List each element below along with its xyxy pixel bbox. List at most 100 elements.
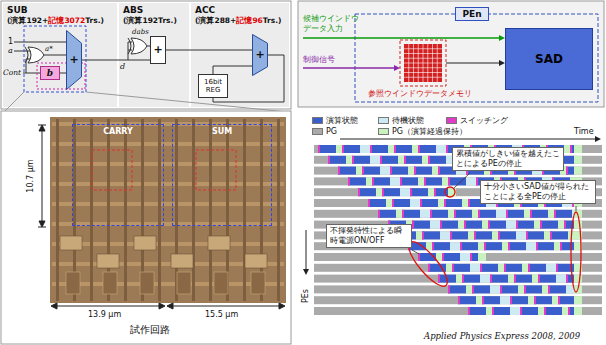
timeline-chart — [488, 221, 490, 229]
timeline-chart — [424, 177, 426, 185]
timeline-chart — [352, 156, 370, 164]
timeline-chart — [574, 167, 582, 175]
dimension-arrow — [38, 125, 285, 309]
memory-grid — [404, 77, 442, 78]
timeline-chart — [514, 275, 532, 283]
pe-panel — [298, 1, 604, 107]
timeline-chart — [534, 221, 540, 229]
timeline-chart — [480, 275, 490, 283]
dimension-arrow — [42, 128, 43, 224]
timeline-chart — [476, 296, 482, 304]
timeline-chart — [444, 199, 462, 207]
callout-box: 不揮発特性による瞬時電源ON/OFF — [326, 224, 412, 248]
timeline-chart — [394, 145, 412, 153]
pe-panel — [298, 1, 604, 107]
callout-mark — [571, 212, 581, 292]
timeline-chart — [464, 221, 482, 229]
dimension-arrow — [39, 125, 45, 131]
timeline-chart — [400, 177, 418, 185]
timeline-chart — [566, 275, 568, 283]
timeline-chart — [418, 253, 420, 261]
timeline-chart — [432, 242, 450, 250]
timeline-chart — [420, 199, 422, 207]
timeline-chart — [362, 167, 364, 175]
legend-swatch — [378, 128, 389, 135]
timeline-chart — [418, 145, 420, 153]
timeline-chart — [470, 264, 480, 272]
timeline-chart — [468, 307, 486, 315]
timeline-chart — [528, 264, 530, 272]
timeline-chart — [544, 307, 562, 315]
timeline-chart — [454, 210, 456, 218]
timeline-chart — [526, 231, 544, 239]
timeline-chart — [318, 145, 336, 153]
timeline-chart — [478, 210, 480, 218]
chart-area — [595, 136, 601, 142]
timeline-chart — [314, 307, 602, 315]
timeline-chart — [444, 199, 446, 207]
timeline-chart — [490, 275, 492, 283]
circuit-wire — [14, 42, 284, 102]
chip-photo — [52, 142, 284, 146]
highlight-frame — [24, 26, 86, 92]
dimension-label: 13.9 μm — [88, 310, 121, 320]
callout-box: 十分小さいSAD値が得られたことによる全PEの停止 — [480, 180, 596, 204]
timeline-chart — [554, 210, 556, 218]
timeline-chart — [362, 167, 380, 175]
timeline-chart — [466, 285, 472, 293]
timeline-chart — [314, 145, 602, 315]
timeline-chart — [450, 231, 468, 239]
register-box: 16bit REG — [198, 74, 228, 98]
timeline-chart — [526, 231, 528, 239]
timeline-chart — [392, 199, 410, 207]
citation: Applied Physics Express 2008, 2009 — [424, 331, 580, 341]
timeline-chart — [370, 145, 372, 153]
xor-gate — [25, 47, 28, 63]
chip-photo — [209, 119, 212, 301]
signal-label: 制御信号 — [303, 55, 335, 65]
timeline-chart — [486, 307, 492, 315]
legend-text: スイッチング — [460, 116, 508, 125]
timeline-chart — [556, 264, 558, 272]
timeline-chart — [430, 221, 440, 229]
timeline-chart — [516, 231, 526, 239]
timeline-chart — [438, 199, 444, 207]
timeline-chart — [566, 167, 568, 175]
timeline-chart — [566, 167, 574, 175]
timeline-chart — [446, 145, 448, 153]
box-text: + — [255, 49, 264, 61]
signal-arrow — [303, 37, 500, 39]
timeline-chart — [372, 177, 390, 185]
timeline-chart — [478, 253, 486, 261]
timeline-chart — [424, 177, 442, 185]
chip-photo — [251, 272, 265, 294]
timeline-chart — [438, 167, 440, 175]
timeline-chart — [460, 242, 462, 250]
zoom-line — [4, 92, 24, 112]
timeline-chart — [410, 188, 428, 196]
chart-area — [306, 230, 307, 270]
timeline-chart — [506, 210, 524, 218]
box-text: SAD — [535, 52, 563, 66]
timeline-chart — [500, 285, 518, 293]
circuit-panel — [191, 3, 289, 107]
chip-photo — [103, 272, 117, 294]
sad-block: SAD — [505, 28, 593, 90]
legend-text: 演算状態 — [326, 116, 358, 125]
photo-panel — [1, 111, 291, 344]
timeline-chart — [462, 275, 464, 283]
timeline-chart — [456, 275, 462, 283]
timeline-chart — [410, 199, 420, 207]
timeline-chart — [414, 167, 416, 175]
timeline-chart — [522, 264, 528, 272]
legend-swatch — [446, 117, 457, 124]
timeline-chart — [548, 210, 554, 218]
timeline-chart — [500, 296, 510, 304]
timeline-chart — [416, 231, 422, 239]
timeline-chart — [548, 285, 550, 293]
timeline-chart — [426, 242, 432, 250]
chart-area — [340, 139, 596, 140]
timeline-chart — [542, 285, 548, 293]
timeline-chart — [498, 231, 500, 239]
